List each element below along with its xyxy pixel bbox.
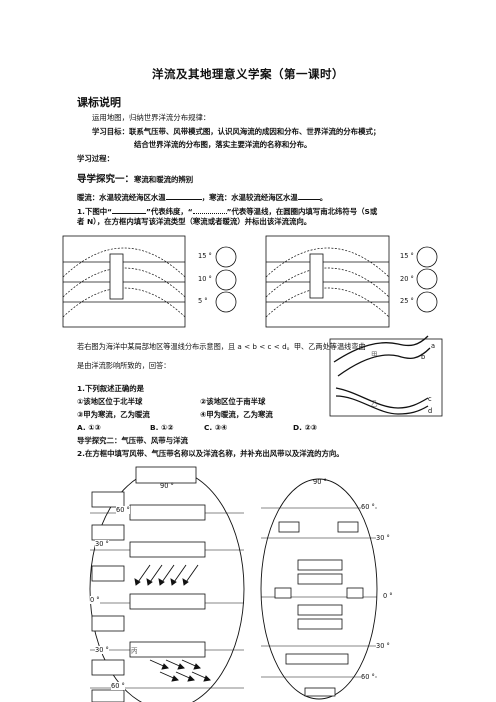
current-type-box-left[interactable]	[109, 253, 124, 300]
contour-intro-2: 是由洋流影响所致的，回答：	[77, 361, 171, 370]
lat-label-left-2: 10 °	[198, 275, 212, 283]
explore-1-heading-sub: 寒流和暖流的辨别	[134, 175, 194, 184]
isotherm-diagram-left	[62, 235, 237, 328]
cold-current-def: ，寒流：水温较流经海区水温	[201, 193, 298, 202]
contour-intro-1: 若右图为海洋中某局部地区等温线分布示意图，且 a < b < c < d。甲、乙…	[77, 342, 366, 351]
current-box-r5b[interactable]	[346, 587, 364, 599]
hemisphere-circle-right-3[interactable]	[416, 291, 438, 313]
left-lat-60s: 60 °	[111, 682, 125, 690]
lat-label-right-3: 25 °	[400, 297, 414, 305]
wind-belt-box-3[interactable]	[91, 565, 125, 582]
current-box-r1b[interactable]	[337, 521, 359, 533]
label-bing: 丙	[131, 647, 138, 655]
option-4: ④甲为暖流，乙为寒流	[200, 410, 273, 419]
current-box-r3b[interactable]	[297, 618, 343, 630]
pressure-belt-box-30n[interactable]	[129, 541, 206, 558]
choice-c[interactable]: C. ③④	[204, 423, 228, 432]
warm-current-def: 暖流：水温较流经海区水温	[77, 193, 166, 202]
wind-belt-box-5[interactable]	[91, 659, 125, 676]
q1-part-c: ”代表等温线，在圆圈内填写南北纬符号（S或	[226, 207, 378, 216]
page-title: 洋流及其地理意义学案（第一课时）	[152, 67, 344, 81]
current-type-box-right[interactable]	[309, 253, 324, 299]
right-lat-30n: 30 °	[376, 534, 390, 542]
choice-b[interactable]: B. ①②	[150, 423, 174, 432]
trade-wind-arrows-north	[134, 564, 199, 586]
current-box-r1a[interactable]	[278, 521, 300, 533]
hemisphere-circle-left-1[interactable]	[215, 246, 237, 268]
right-lat-0: 0 °	[383, 592, 393, 600]
ocean-current-diagram-right	[260, 478, 378, 700]
hemisphere-circle-left-3[interactable]	[215, 291, 237, 313]
current-box-r2a[interactable]	[297, 559, 343, 571]
option-2: ②该地区位于南半球	[200, 397, 266, 406]
hemisphere-circle-right-2[interactable]	[416, 268, 438, 290]
q1-part-a: 1.下图中“	[77, 207, 112, 216]
left-lat-30n: 30 °	[95, 540, 109, 548]
left-lat-0: 0 °	[90, 596, 100, 604]
explore-2-heading: 导学探究二：气压带、风带与洋流	[77, 436, 188, 445]
lat-label-left-1: 15 °	[198, 252, 212, 260]
learning-goal-line-2: 结合世界洋流的分布图，落实主要洋流的名称和分布。	[134, 140, 312, 149]
def-end: 。	[319, 193, 328, 202]
curriculum-line-1: 运用地图，归纳世界洋流分布规律：	[92, 113, 211, 122]
hemisphere-circle-left-2[interactable]	[215, 269, 237, 291]
hemisphere-circle-right-1[interactable]	[416, 246, 438, 268]
pressure-belt-box-equator[interactable]	[129, 593, 206, 610]
learning-process-label: 学习过程：	[77, 154, 114, 163]
label-b: b	[421, 353, 426, 361]
wind-belt-diagram-left	[89, 466, 245, 702]
wind-belt-box-2[interactable]	[91, 524, 125, 541]
question-1-line-2: 者 N），在方框内填写该洋流类型（寒流或者暖流）并标出该洋流流向。	[77, 217, 312, 226]
pressure-belt-box-60n[interactable]	[129, 504, 206, 521]
definition-line: 暖流：水温较流经海区水温 ，寒流：水温较流经海区水温 。	[77, 191, 327, 203]
explore-1-heading-main: 导学探究一：	[77, 174, 135, 185]
lat-label-right-2: 20 °	[400, 275, 414, 283]
question-1-line-1: 1.下图中“ ”代表纬度，“ ”代表等温线，在圆圈内填写南北纬符号（S或	[77, 205, 377, 217]
pressure-belt-box-90n[interactable]	[135, 466, 197, 484]
wind-belt-box-1[interactable]	[91, 491, 125, 508]
latitude-line-sample	[111, 205, 146, 214]
right-lat-90: 90 °	[313, 478, 327, 486]
question-1: 1.下列叙述正确的是	[77, 384, 145, 393]
choice-a[interactable]: A. ①③	[77, 423, 101, 432]
explore-1-heading: 导学探究一：寒流和暖流的辨别	[77, 171, 193, 185]
option-3: ③甲为寒流，乙为暖流	[77, 410, 150, 419]
option-1: ①该地区位于北半球	[77, 397, 143, 406]
label-a: a	[431, 342, 436, 350]
wind-belt-box-6[interactable]	[91, 689, 125, 702]
left-lat-30s: 30 °	[95, 646, 109, 654]
isotherm-line-sample	[192, 205, 227, 214]
question-2: 2.在方框中填写风带、气压带名称以及洋流名称，并补充出风带以及洋流的方向。	[77, 449, 344, 458]
right-lat-60n: 60 °	[361, 503, 375, 511]
current-box-r4[interactable]	[285, 653, 349, 665]
isotherm-diagram-right	[265, 235, 438, 328]
current-box-r2b[interactable]	[297, 573, 343, 585]
blank-warm[interactable]	[165, 191, 202, 200]
contour-diagram	[329, 335, 443, 417]
blank-cold[interactable]	[297, 191, 320, 200]
label-d: d	[428, 407, 433, 415]
left-lat-90: 90 °	[160, 482, 174, 490]
label-c: c	[428, 395, 432, 403]
lat-label-left-3: 5 °	[198, 297, 208, 305]
choice-d[interactable]: D. ②③	[293, 423, 318, 432]
current-box-r5a[interactable]	[274, 587, 292, 599]
wind-belt-box-4[interactable]	[91, 615, 125, 632]
pressure-belt-box-30s[interactable]	[129, 641, 206, 658]
label-yi: 乙	[371, 400, 378, 408]
learning-goal-line-1: 学习目标：联系气压带、风带模式图，认识风海流的成因和分布、世界洋流的分布模式；	[92, 127, 381, 136]
right-lat-30s: 30 °	[376, 642, 390, 650]
right-lat-60s: 60 °	[361, 673, 375, 681]
current-box-r3a[interactable]	[297, 604, 343, 616]
lat-label-right-1: 15 °	[400, 252, 414, 260]
westerly-arrows-south	[149, 659, 211, 682]
label-jia: 甲	[371, 351, 378, 359]
left-lat-60n: 60 °	[116, 506, 130, 514]
current-box-r6[interactable]	[304, 687, 336, 697]
section-heading-curriculum: 课标说明	[77, 96, 121, 109]
q1-part-b: ”代表纬度，“	[145, 207, 193, 216]
